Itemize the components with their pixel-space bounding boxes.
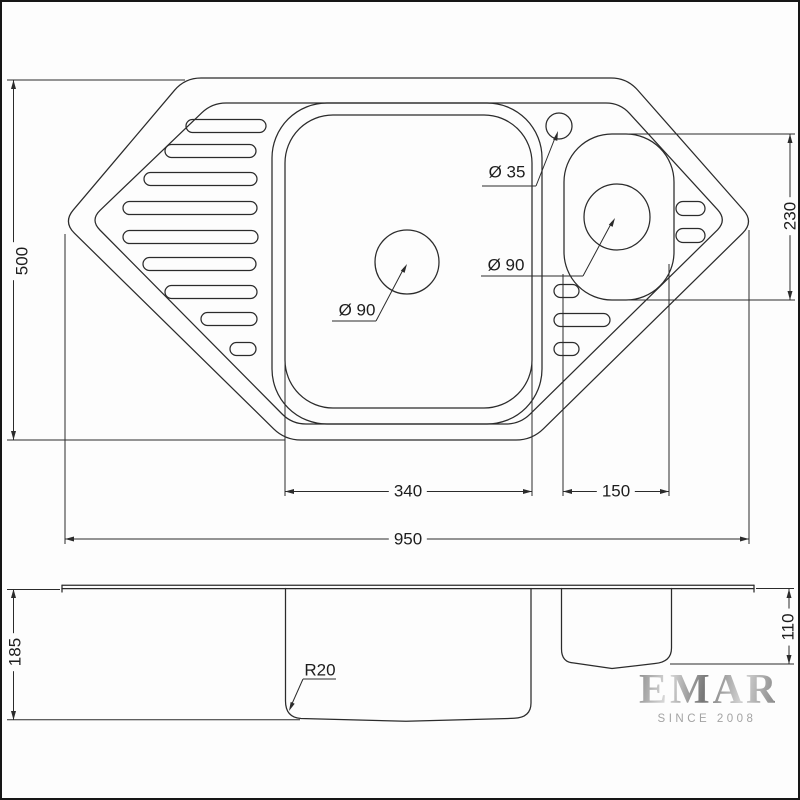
dim-label-overall-width: 950 <box>388 528 428 550</box>
brand-tagline: SINCE 2008 <box>657 713 757 725</box>
drainboard-slots <box>122 118 706 357</box>
dim-label-main-bowl-width: 340 <box>388 480 428 502</box>
callout-leaders <box>289 131 615 711</box>
sink-top-view-outlines <box>67 77 750 441</box>
small-drain-hole <box>583 183 651 251</box>
dim-label-small-bowl-height: 230 <box>779 196 798 236</box>
sink-side-view <box>7 584 794 722</box>
dim-label-small-bowl-depth: 110 <box>777 608 798 646</box>
dim-label-main-bowl-depth: 185 <box>4 632 26 672</box>
main-drain-hole <box>374 229 440 295</box>
callout-tap-hole-diameter: Ø 35 <box>488 162 526 182</box>
dim-label-small-bowl-width: 150 <box>596 480 636 502</box>
callout-corner-radius: R20 <box>304 660 336 680</box>
callout-small-drain-diameter: Ø 90 <box>487 255 525 275</box>
top-view-dimensions <box>7 79 795 544</box>
tap-hole <box>545 112 573 140</box>
callout-main-drain-diameter: Ø 90 <box>338 300 376 320</box>
brand-logo: EMAR <box>639 668 776 716</box>
dim-label-overall-height: 500 <box>11 241 33 281</box>
